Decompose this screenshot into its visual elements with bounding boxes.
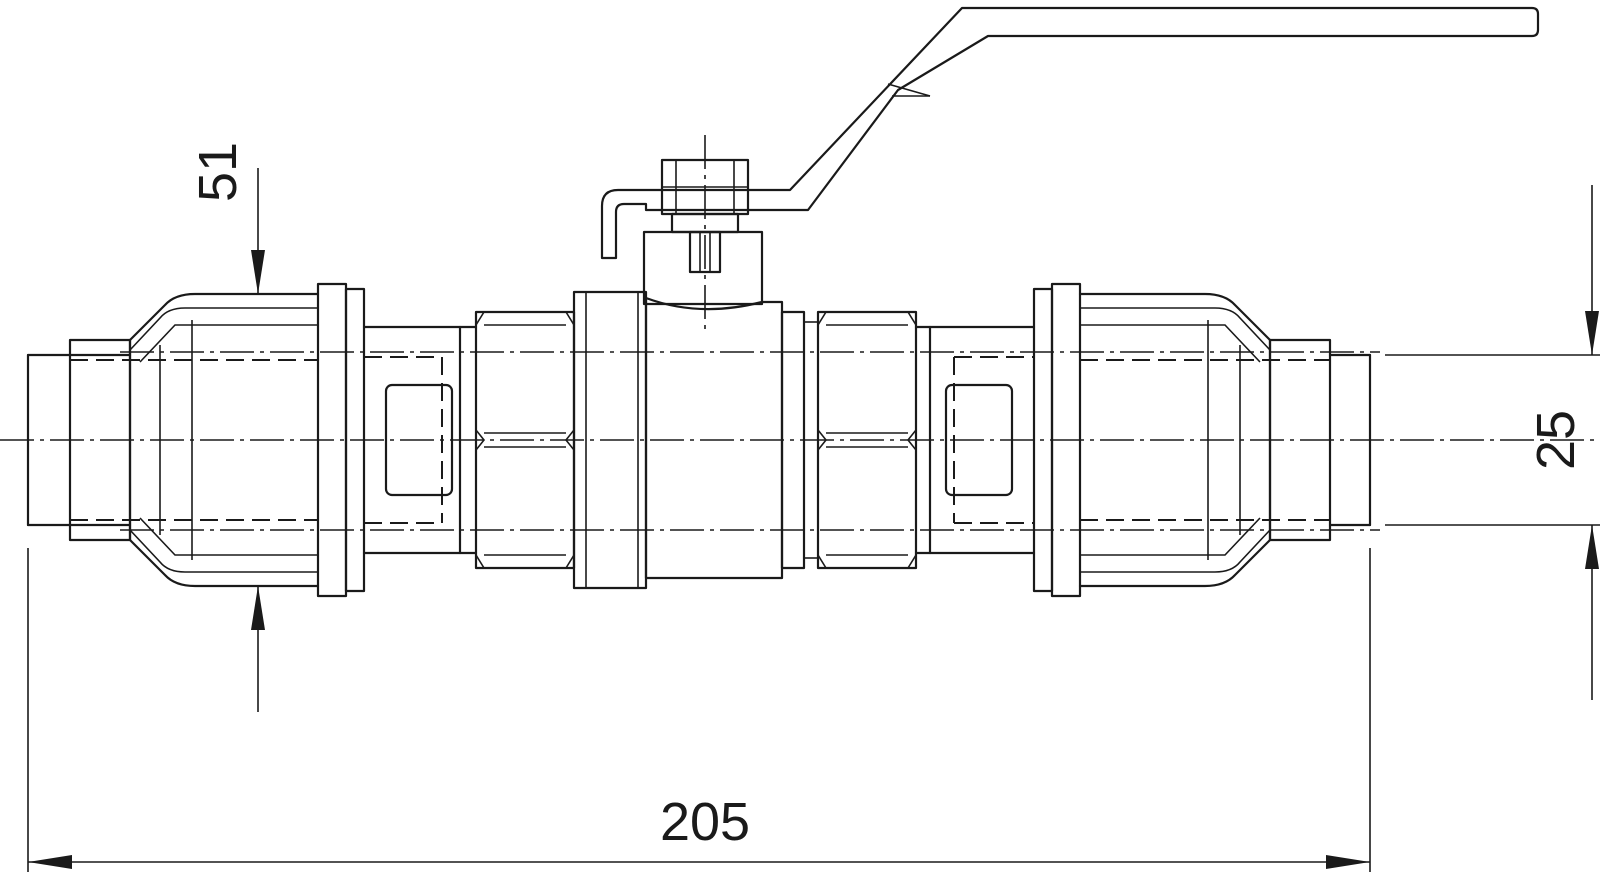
- valve-body: [644, 296, 819, 580]
- centerlines: [0, 135, 1600, 531]
- arrowhead-down: [251, 250, 265, 294]
- overall-length-label: 205: [660, 792, 750, 852]
- arrowhead-up: [1585, 525, 1599, 569]
- arrowhead-up: [251, 586, 265, 630]
- dimension-overall-length: 205: [27, 548, 1371, 872]
- left-compression-fitting: [70, 282, 366, 598]
- left-pipe: [26, 338, 132, 542]
- right-compression-fitting: [1032, 282, 1330, 598]
- right-hex-nut: [816, 310, 918, 570]
- arrowhead-left: [28, 855, 72, 869]
- lever-handle: [600, 6, 1540, 260]
- valve-stem: [642, 158, 764, 306]
- fitting-diameter-label: 51: [188, 142, 248, 202]
- right-insert-body: [914, 325, 1036, 555]
- pipe-diameter-label: 25: [1526, 410, 1586, 470]
- arrowhead-right: [1326, 855, 1370, 869]
- right-pipe: [1268, 338, 1372, 542]
- left-insert-body: [362, 325, 478, 555]
- dimension-fitting-diameter: 51: [188, 142, 265, 712]
- dimension-pipe-diameter: 25: [1385, 185, 1600, 700]
- arrowhead-down: [1585, 311, 1599, 355]
